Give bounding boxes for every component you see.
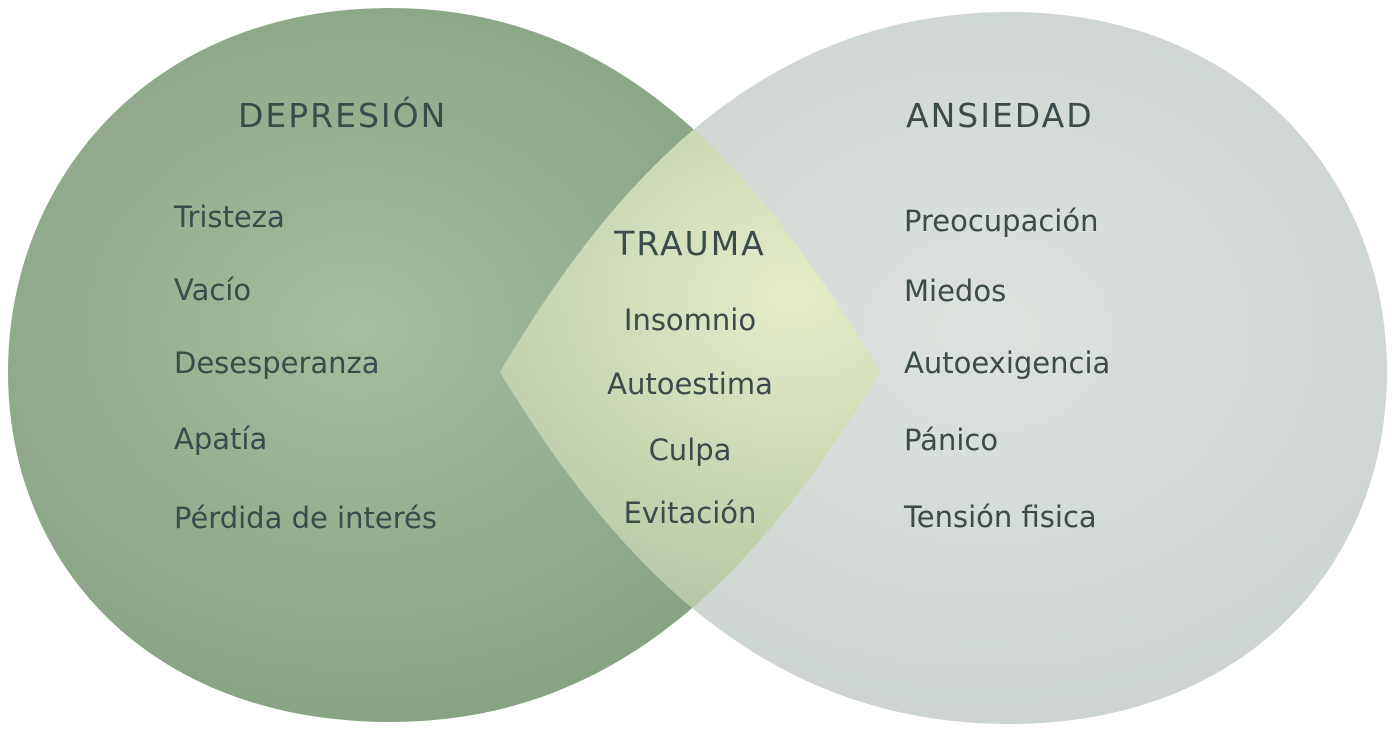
ansiedad-item: Autoexigencia (904, 346, 1111, 380)
trauma-item: Autoestima (607, 367, 773, 401)
depresion-title: DEPRESIÓN (238, 96, 448, 135)
ansiedad-item: Miedos (904, 274, 1007, 308)
trauma-overlap (500, 12, 880, 722)
ansiedad-item: Preocupación (904, 204, 1099, 238)
trauma-item: Insomnio (623, 303, 757, 337)
depresion-item: Pérdida de interés (174, 501, 437, 535)
depresion-item: Tristeza (174, 200, 285, 234)
depresion-item: Desesperanza (174, 346, 380, 380)
trauma-item: Culpa (648, 433, 732, 467)
ansiedad-item: Tensión fisica (904, 500, 1097, 534)
depresion-item: Vacío (174, 273, 252, 307)
trauma-item: Evitación (623, 496, 757, 530)
trauma-title: TRAUMA (614, 224, 766, 263)
depresion-item: Apatía (174, 422, 268, 456)
ansiedad-item: Pánico (904, 423, 999, 457)
ansiedad-title: ANSIEDAD (906, 96, 1094, 135)
